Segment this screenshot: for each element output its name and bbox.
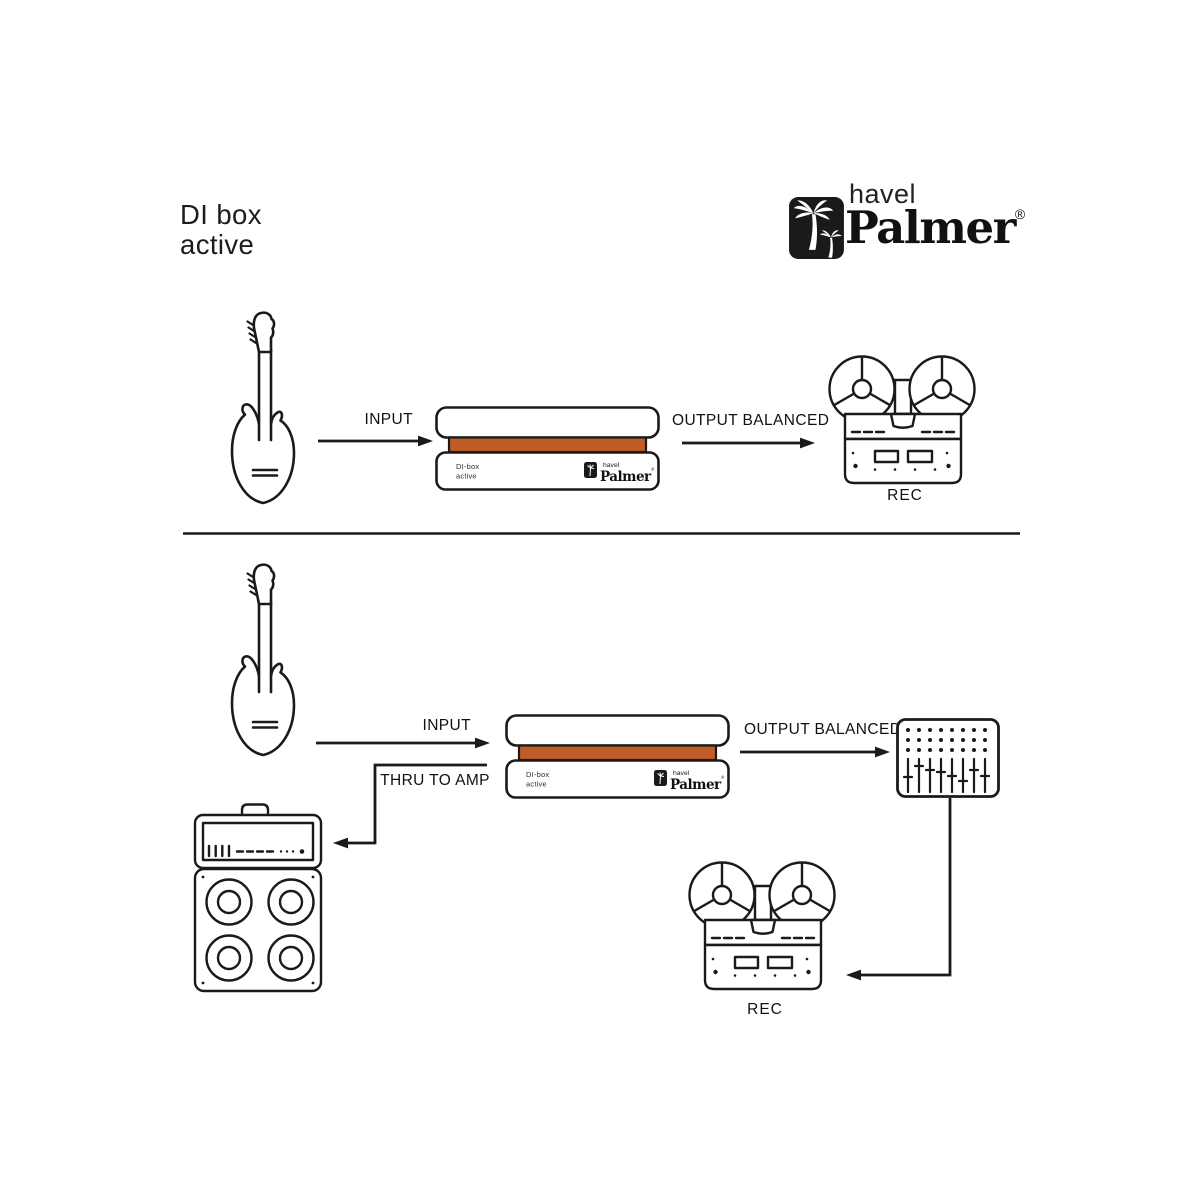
di-box-device: DI-box active havel Palmer ® [505,714,730,799]
di-box-brand: havel Palmer ® [584,462,655,485]
guitar-tuners [246,572,258,597]
di-box-label-line1: DI-box [526,770,549,779]
guitar-headstock [252,563,276,606]
page-title: DI box active [180,200,262,260]
output-arrow-bottom [740,746,890,758]
guitar-tuners [246,320,258,345]
di-box-brand-top: havel [673,770,690,777]
guitar-body [230,655,296,757]
input-arrow-top [318,435,433,447]
tape-recorder-icon [688,861,836,991]
di-box-brand-main: Palmer [670,777,722,793]
palm-tree-large [793,200,834,250]
guitar-headstock [252,311,276,354]
guitar-neck [257,348,273,442]
tape-recorder-icon [828,355,976,485]
di-box-brand: havel Palmer ® [654,770,725,793]
guitar-neck [257,600,273,694]
head-cover [889,412,917,429]
rec-label-top: REC [887,487,923,504]
reel-right [768,861,836,929]
vu-meter-right [906,449,934,464]
reel-left [828,355,896,423]
mixer-knobs [906,728,987,752]
di-box-brand-reg: ® [721,774,725,780]
di-box-device: DI-box active havel Palmer ® [435,406,660,491]
recorder-lower-body [843,437,963,485]
guitar-icon [230,563,296,757]
vu-meter-left [733,955,760,970]
input-arrow-bottom [316,737,490,749]
palm-tree-icon [789,197,844,259]
reel-right [908,355,976,423]
di-box-faceplate [435,451,660,491]
guitar-pickup [251,720,279,729]
reel-left [688,861,756,929]
recorder-lower-body [703,943,823,991]
di-box-brand-top: havel [603,462,620,469]
brand-name: Palmer [845,201,1016,254]
mixer-to-recorder-connector [846,798,952,981]
input-label-bottom: INPUT [422,717,471,734]
output-arrow-top [682,437,815,449]
di-box-brand-main: Palmer [600,469,652,485]
brand-havel: havel [849,179,917,209]
page-title-line1: DI box [180,199,262,230]
input-label-top: INPUT [364,411,413,428]
rec-label-bottom: REC [747,1001,783,1018]
di-box-brand-reg: ® [651,466,655,472]
di-box-faceplate [505,759,730,799]
mixer-icon [896,718,1000,798]
amp-stack-icon [193,803,323,993]
speaker-cabinet [193,867,323,993]
di-box-lid [435,406,660,439]
amp-panel [201,821,315,862]
guitar-icon [230,311,296,505]
head-cover [749,918,777,935]
mixer-faders [902,757,991,794]
thru-to-amp-connector [333,763,487,849]
vu-meter-right [766,955,794,970]
di-box-label-line2: active [526,780,547,789]
thru-to-amp-label: THRU TO AMP [380,772,490,789]
di-box-lid [505,714,730,747]
di-box-stripe [517,744,718,762]
di-box-label-line2: active [456,472,477,481]
page-title-line2: active [180,229,255,260]
amp-handle [240,803,270,817]
guitar-body [230,403,296,505]
speakers [205,878,315,982]
brand-wordmark: Palmer® [845,201,1025,254]
output-label-bottom: OUTPUT BALANCED [744,721,902,738]
palm-tree-small [820,230,842,258]
di-box-label-line1: DI-box [456,462,479,471]
guitar-pickup [251,468,279,477]
vu-meter-left [873,449,900,464]
registered-mark: ® [1014,206,1026,222]
di-box-stripe [447,436,648,454]
output-label-top: OUTPUT BALANCED [672,412,830,429]
